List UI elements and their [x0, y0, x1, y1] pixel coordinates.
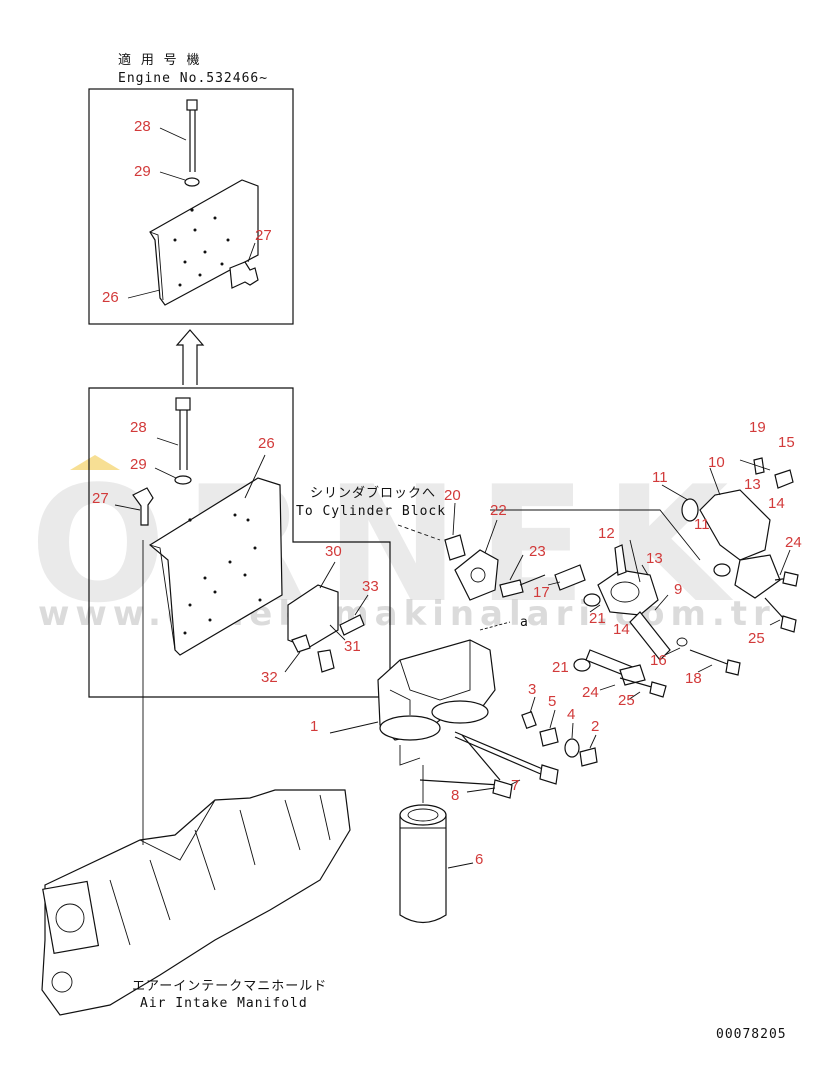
lower-inset-box: [88, 387, 391, 698]
mounting-bolts: [419, 731, 559, 799]
label-part-17: 17: [533, 584, 550, 601]
label-part-26: 26: [102, 289, 119, 306]
o-rings: [573, 593, 601, 672]
label-part-28: 28: [134, 118, 151, 135]
cylinder-block-caption-en: To Cylinder Block: [296, 504, 446, 519]
label-part-27: 27: [92, 490, 109, 507]
upper-inset-box: [88, 88, 294, 325]
label-part-21: 21: [589, 610, 606, 627]
label-part-28: 28: [130, 419, 147, 436]
manifold-caption-jp: エアーインテークマニホールド: [132, 979, 327, 994]
label-part-33: 33: [362, 578, 379, 595]
label-part-20: 20: [444, 487, 461, 504]
label-part-29: 29: [130, 456, 147, 473]
label-part-14: 14: [613, 621, 630, 638]
cylinder-block-caption: シリンダブロックへ To Cylinder Block: [296, 485, 446, 541]
label-part-2: 2: [591, 718, 599, 735]
label-part-23: 23: [529, 543, 546, 560]
label-part-3: 3: [528, 681, 536, 698]
label-part-21: 21: [552, 659, 569, 676]
label-part-29: 29: [134, 163, 151, 180]
label-part-31: 31: [344, 638, 361, 655]
flange-parts: a: [444, 502, 701, 631]
relief-valve-parts: [521, 696, 598, 767]
label-part-13: 13: [744, 476, 761, 493]
label-part-22: 22: [490, 502, 507, 519]
up-arrow: [175, 329, 205, 385]
label-part-12: 12: [598, 525, 615, 542]
filter-head: [329, 639, 496, 766]
air-intake-manifold: エアーインテークマニホールド Air Intake Manifold: [41, 540, 351, 1016]
label-part-24: 24: [582, 684, 599, 701]
label-part-19: 19: [749, 419, 766, 436]
label-part-30: 30: [325, 543, 342, 560]
watermark-url: www.orneksmakinalari.com.tr: [38, 594, 776, 634]
housing-assembly: [597, 539, 671, 661]
label-part-13: 13: [646, 550, 663, 567]
reference-mark-a: a: [520, 615, 529, 630]
label-part-16: 16: [650, 652, 667, 669]
manifold-caption-en: Air Intake Manifold: [140, 996, 308, 1011]
applicable-serial-caption-jp: 適 用 号 機: [118, 52, 200, 68]
cylinder-block-caption-jp: シリンダブロックへ: [310, 485, 436, 501]
label-part-5: 5: [548, 693, 556, 710]
label-part-7: 7: [511, 777, 519, 794]
label-part-4: 4: [567, 706, 575, 723]
label-part-25: 25: [748, 630, 765, 647]
label-part-9: 9: [674, 581, 682, 598]
part-labels: 28 29 27 26 28 29 27 26 30 33 31 32 20 2…: [92, 118, 802, 868]
label-part-32: 32: [261, 669, 278, 686]
label-part-27: 27: [255, 227, 272, 244]
label-part-11: 11: [694, 516, 710, 533]
header-captions: 適 用 号 機 Engine No.532466~: [118, 52, 268, 86]
label-part-10: 10: [708, 454, 725, 471]
engine-number-caption: Engine No.532466~: [118, 71, 268, 86]
label-part-25: 25: [618, 692, 635, 709]
label-part-6: 6: [475, 851, 483, 868]
label-part-24: 24: [785, 534, 802, 551]
label-part-8: 8: [451, 787, 459, 804]
label-part-14: 14: [768, 495, 785, 512]
pipe-and-bolts: [585, 637, 741, 701]
right-elbow-assembly: [661, 457, 799, 633]
filter-cartridge: [399, 765, 474, 924]
label-part-26: 26: [258, 435, 275, 452]
drawing-number: 00078205: [716, 1027, 787, 1042]
label-part-15: 15: [778, 434, 795, 451]
watermark-accent-mark: [70, 455, 120, 470]
label-part-1: 1: [310, 718, 318, 735]
label-part-18: 18: [685, 670, 702, 687]
label-part-11: 11: [652, 469, 668, 486]
